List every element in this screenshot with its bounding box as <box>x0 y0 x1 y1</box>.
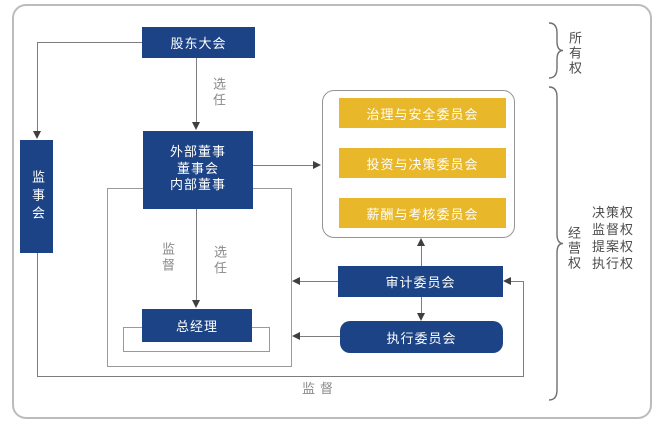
board-line-external: 外部董事 <box>169 145 226 161</box>
node-investment-decision-committee: 投资与决策委员会 <box>339 148 506 178</box>
arrowhead-left-icon <box>292 332 300 340</box>
node-label: 投资与决策委员会 <box>366 157 479 173</box>
node-label: 总经理 <box>175 320 218 335</box>
rights-item-execution: 执行权 <box>592 257 635 272</box>
node-label: 监事会 <box>29 169 44 224</box>
arrowhead-left-icon <box>292 277 300 285</box>
connector-supervisory-down <box>37 253 38 376</box>
label-management-right: 经营权 <box>565 226 580 271</box>
node-supervisory-board: 监事会 <box>20 140 53 253</box>
connector-board-to-gm <box>196 209 197 300</box>
connector-supervise-right-v <box>523 281 524 376</box>
node-label: 薪酬与考核委员会 <box>366 207 479 223</box>
connector-audit-to-management-rect <box>300 281 338 282</box>
management-brace-icon <box>546 86 564 401</box>
connector-supervise-bottom-h <box>37 376 524 377</box>
rights-list: 决策权 监督权 提案权 执行权 <box>592 206 634 274</box>
node-label: 审计委员会 <box>385 276 456 291</box>
board-line-board: 董事会 <box>176 161 219 177</box>
board-line-internal: 内部董事 <box>169 178 226 194</box>
node-label: 执行委员会 <box>386 331 457 347</box>
arrowhead-down-icon <box>192 122 200 130</box>
arrowhead-up-icon <box>417 238 425 246</box>
edge-label-appoint-mid: 选任 <box>211 245 226 277</box>
arrowhead-left-icon <box>503 277 511 285</box>
node-governance-safety-committee: 治理与安全委员会 <box>339 98 506 128</box>
connector-audit-to-committees <box>421 246 422 266</box>
committees-container: 治理与安全委员会 投资与决策委员会 薪酬与考核委员会 <box>322 90 515 238</box>
connector-supervise-to-audit <box>511 281 523 282</box>
node-label: 股东大会 <box>170 37 227 52</box>
label-ownership: 所有权 <box>566 31 581 76</box>
rights-item-supervision: 监督权 <box>592 223 635 238</box>
node-shareholders-meeting: 股东大会 <box>142 27 255 58</box>
connector-shareholders-to-supervisory-v <box>37 42 38 131</box>
node-audit-committee: 审计委员会 <box>338 266 503 297</box>
node-general-manager: 总经理 <box>142 309 252 342</box>
edge-label-supervise-bottom: 监督 <box>302 382 339 397</box>
arrowhead-right-icon <box>313 161 321 169</box>
edge-label-appoint-top: 选任 <box>210 77 225 109</box>
rights-item-proposal: 提案权 <box>592 240 635 255</box>
connector-shareholders-to-board <box>196 58 197 122</box>
ownership-brace-icon <box>546 22 564 79</box>
rights-item-decision: 决策权 <box>592 206 635 221</box>
connector-audit-to-executive <box>421 297 422 313</box>
node-executive-committee: 执行委员会 <box>340 321 503 353</box>
arrowhead-down-icon <box>192 300 200 308</box>
node-label: 治理与安全委员会 <box>366 107 479 123</box>
edge-label-supervise-mid: 监督 <box>159 242 174 274</box>
connector-board-to-committees <box>253 165 313 166</box>
connector-executive-to-management-rect <box>300 336 340 337</box>
arrowhead-down-icon <box>33 131 41 139</box>
arrowhead-down-icon <box>417 313 425 321</box>
node-compensation-assessment-committee: 薪酬与考核委员会 <box>339 198 506 228</box>
node-board-of-directors: 外部董事 董事会 内部董事 <box>143 131 253 209</box>
connector-shareholders-to-supervisory-h <box>37 42 142 43</box>
